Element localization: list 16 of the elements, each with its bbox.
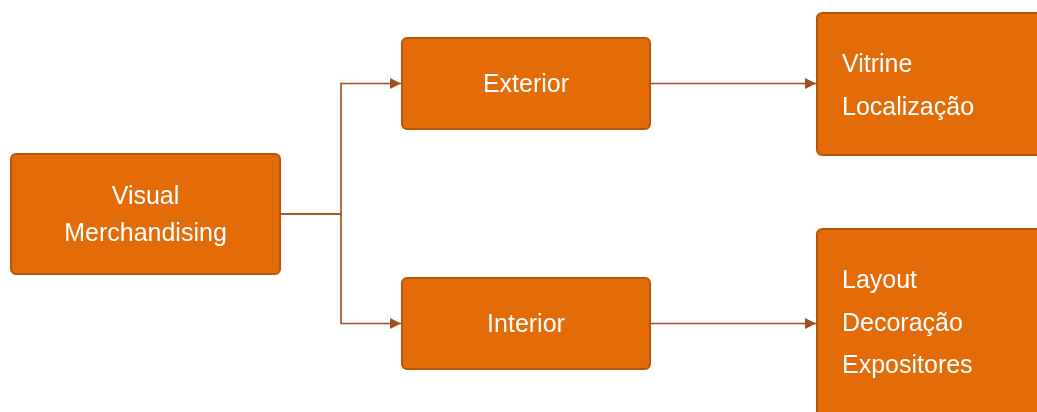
process-box — [10, 153, 281, 275]
arrow — [280, 213, 402, 329]
arrow — [650, 78, 817, 89]
box-label: Expositores — [842, 349, 973, 380]
process-box — [816, 12, 1037, 156]
box-label: Localização — [842, 90, 975, 122]
process-box — [401, 277, 651, 370]
box-label: Visual Merchandising — [63, 179, 228, 248]
arrow — [650, 318, 817, 329]
box-label: Vitrine — [842, 48, 913, 79]
process-box — [401, 37, 651, 130]
box-label: Interior — [487, 307, 565, 339]
box-label: Layout — [842, 264, 918, 295]
box-label: Exterior — [482, 67, 570, 99]
process-box — [816, 228, 1037, 412]
box-label: Decoração — [842, 306, 963, 338]
